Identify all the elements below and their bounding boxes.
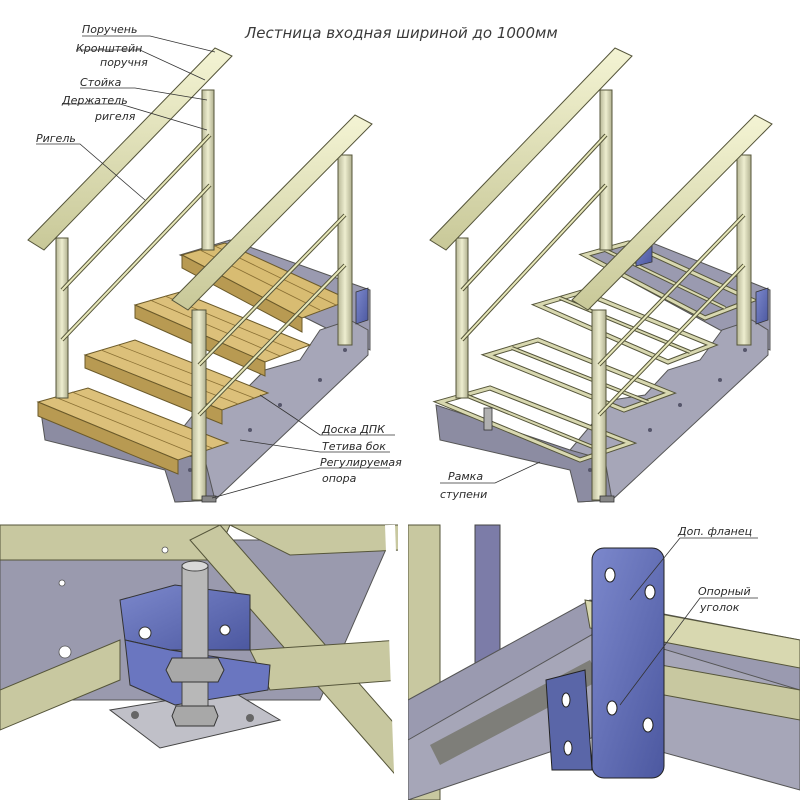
left-front-handrail	[171, 114, 373, 311]
extra-flange	[591, 547, 665, 779]
left-back-post-2	[201, 89, 215, 251]
label-flange: Доп. фланец	[677, 525, 752, 538]
label-support-1: Регулируемая	[320, 456, 402, 469]
right-back-handrail	[429, 47, 633, 251]
label-angle-1: Опорный	[698, 585, 751, 598]
detail-support	[0, 524, 405, 800]
left-back-post-1	[55, 237, 69, 399]
label-bracket-1: Кронштейн	[76, 42, 142, 55]
label-holder-2: ригеля	[94, 110, 136, 123]
label-rail: Ригель	[36, 132, 76, 145]
left-leaders	[36, 35, 395, 499]
detail-flange	[407, 524, 800, 800]
label-post: Стойка	[80, 76, 122, 89]
drawing-title: Лестница входная шириной до 1000мм	[244, 24, 558, 42]
label-holder-1: Держатель	[61, 94, 128, 107]
label-frame-1: Рамка	[448, 470, 483, 483]
right-stair	[429, 47, 773, 503]
left-stair	[27, 47, 373, 503]
label-handrail: Поручень	[82, 23, 137, 36]
label-bracket-2: поручня	[100, 56, 148, 69]
label-frame-2: ступени	[440, 488, 487, 501]
left-front-post-1	[191, 309, 207, 501]
left-back-handrail	[27, 47, 233, 251]
label-support-2: опора	[322, 472, 357, 485]
right-front-handrail	[571, 114, 773, 311]
left-front-post-2	[337, 154, 353, 346]
support-angle	[545, 669, 593, 771]
label-stringer: Тетива бок	[322, 440, 386, 453]
label-angle-2: уголок	[699, 601, 740, 614]
label-board: Доска ДПК	[321, 423, 386, 436]
